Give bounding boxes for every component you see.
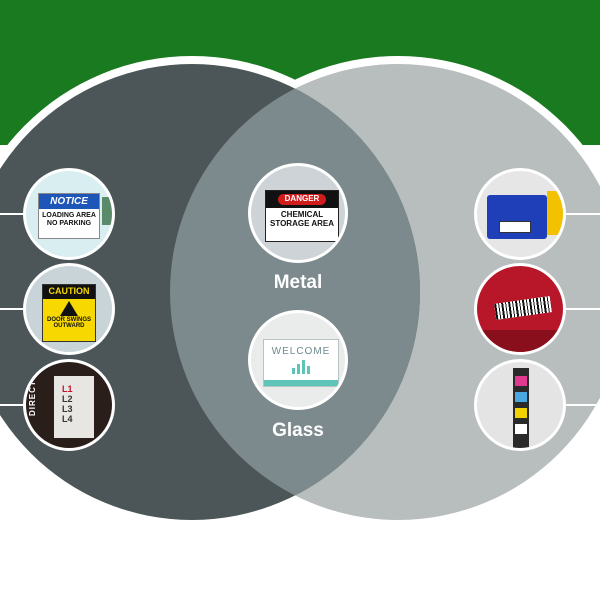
caution-sign-icon: CAUTION DOOR SWINGS OUTWARD bbox=[42, 284, 96, 342]
connector-line bbox=[565, 213, 600, 215]
metal-thumbnail: DANGER CHEMICAL STORAGE AREA bbox=[248, 163, 348, 263]
yellow-bin bbox=[547, 191, 563, 235]
danger-header-bar: DANGER bbox=[266, 191, 338, 208]
bin-barcode bbox=[499, 221, 531, 233]
rack-tag bbox=[515, 392, 527, 402]
level-l4: L4 bbox=[62, 414, 73, 424]
danger-body: CHEMICAL STORAGE AREA bbox=[269, 209, 334, 228]
hinge bbox=[102, 197, 112, 225]
danger-header: DANGER bbox=[278, 194, 326, 205]
rack-tag bbox=[515, 376, 527, 386]
rack-tag bbox=[515, 424, 527, 434]
notice-sign-icon: NOTICE LOADING AREA NO PARKING bbox=[38, 193, 100, 239]
directory-sign-icon: L1 L2 L3 L4 bbox=[54, 376, 94, 438]
notice-sign-thumbnail: NOTICE LOADING AREA NO PARKING bbox=[23, 168, 115, 260]
welcome-header: WELCOME bbox=[271, 346, 331, 357]
caution-body: DOOR SWINGS OUTWARD bbox=[46, 316, 91, 330]
connector-line bbox=[0, 404, 30, 406]
directory-side-label: DIRECTORY bbox=[28, 360, 37, 416]
warning-triangle-icon bbox=[60, 300, 78, 316]
caution-sign-thumbnail: CAUTION DOOR SWINGS OUTWARD bbox=[23, 263, 115, 355]
connector-line bbox=[0, 308, 30, 310]
notice-body: LOADING AREA NO PARKING bbox=[42, 212, 96, 227]
notice-header: NOTICE bbox=[39, 194, 99, 209]
level-l3: L3 bbox=[62, 404, 73, 414]
metal-label: Metal bbox=[273, 272, 323, 293]
connector-line bbox=[565, 308, 600, 310]
glass-label: Glass bbox=[272, 420, 324, 441]
barcode-label-thumbnail bbox=[474, 263, 566, 355]
bin-label-thumbnail bbox=[474, 168, 566, 260]
shelf-edge bbox=[477, 330, 563, 352]
level-l1: L1 bbox=[62, 384, 73, 394]
glass-thumbnail: WELCOME bbox=[248, 310, 348, 410]
connector-line bbox=[0, 213, 30, 215]
bar-graphic-icon bbox=[264, 360, 338, 374]
welcome-sign-icon: WELCOME bbox=[263, 339, 339, 387]
teal-strip bbox=[264, 380, 338, 386]
barcode-label-icon bbox=[494, 296, 552, 320]
caution-header: CAUTION bbox=[43, 285, 95, 299]
connector-line bbox=[565, 404, 600, 406]
rack-label-thumbnail bbox=[474, 359, 566, 451]
danger-sign-icon: DANGER CHEMICAL STORAGE AREA bbox=[265, 190, 339, 242]
rack-tag bbox=[515, 408, 527, 418]
level-l2: L2 bbox=[62, 394, 73, 404]
directory-sign-thumbnail: L1 L2 L3 L4 DIRECTORY bbox=[23, 359, 115, 451]
